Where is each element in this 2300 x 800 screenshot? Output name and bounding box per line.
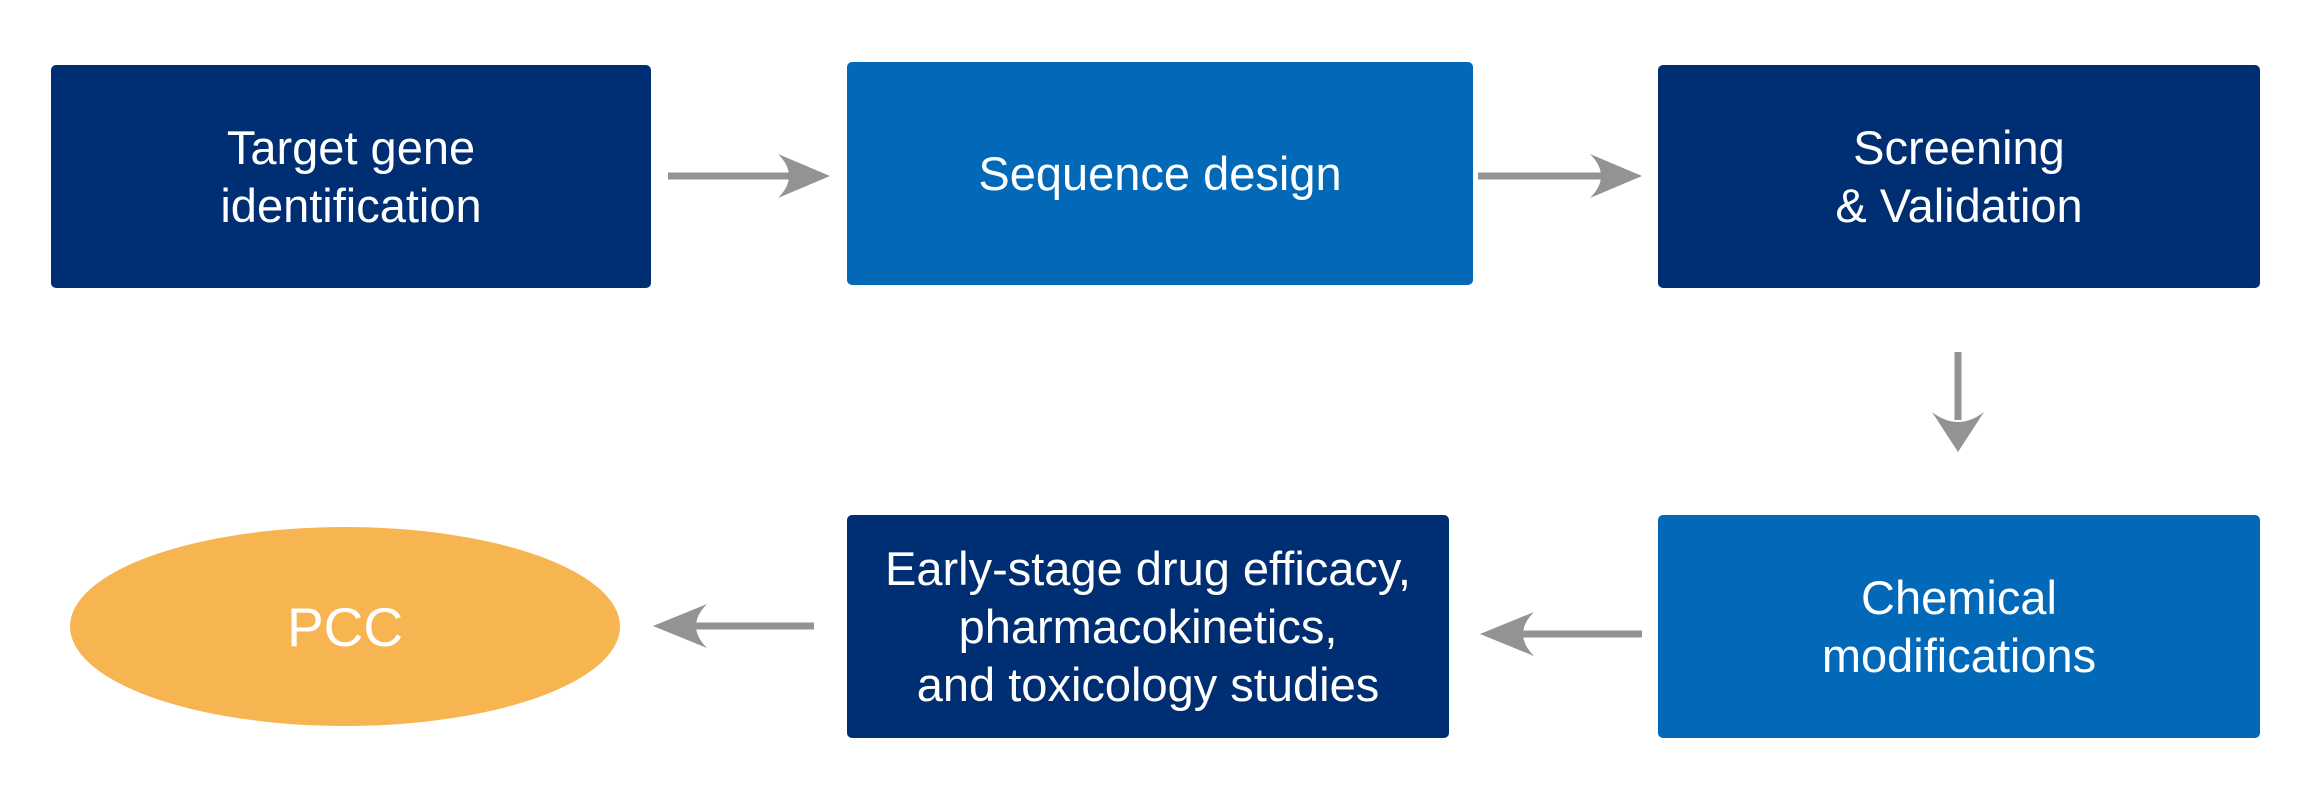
step-label: Chemical modifications <box>1821 570 2097 682</box>
step-label: Sequence design <box>978 146 1342 200</box>
step-sequence-design: Sequence design <box>847 62 1473 285</box>
step-label: Early-stage drug efficacy, pharmacokinet… <box>885 541 1411 711</box>
arrow-down-icon <box>1932 352 1984 452</box>
step-early-stage-studies: Early-stage drug efficacy, pharmacokinet… <box>847 515 1449 738</box>
step-screening-validation: Screening & Validation <box>1658 65 2260 288</box>
arrow-right-icon <box>668 154 830 198</box>
arrow-right-icon <box>1478 154 1642 198</box>
step-target-gene-identification: Target gene identification <box>51 65 651 288</box>
step-label: Screening & Validation <box>1835 120 2083 232</box>
pcc-label: PCC <box>286 595 404 658</box>
pcc-ellipse: PCC <box>70 527 620 726</box>
step-label: Target gene identification <box>220 120 482 232</box>
arrow-left-icon <box>1480 612 1642 656</box>
arrow-left-icon <box>653 604 814 648</box>
step-chemical-modifications: Chemical modifications <box>1658 515 2260 738</box>
